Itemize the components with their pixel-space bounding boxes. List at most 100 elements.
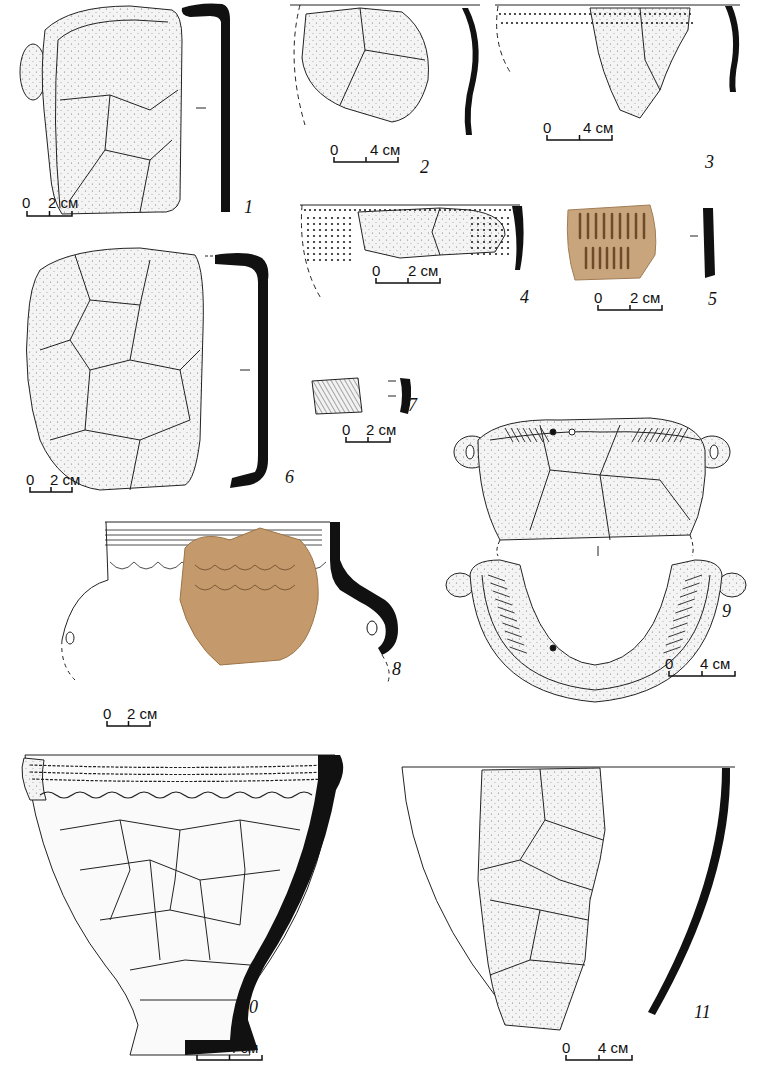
groove — [585, 248, 588, 268]
figure-1 — [42, 6, 182, 214]
impressed-dot — [325, 241, 327, 243]
impressed-dot — [524, 13, 526, 15]
figure-9 — [497, 535, 693, 556]
groove — [613, 248, 616, 268]
figure-7 — [312, 378, 362, 414]
impressed-dot — [424, 209, 426, 211]
groove — [643, 214, 646, 238]
incised-line — [680, 428, 688, 442]
impressed-dot — [659, 13, 661, 15]
impressed-dot — [507, 253, 509, 255]
impressed-dot — [686, 22, 688, 24]
impressed-dot — [666, 22, 668, 24]
scale-label: 0 — [22, 195, 30, 212]
incised-line — [500, 615, 517, 621]
impressed-dot — [384, 209, 386, 211]
incised-line — [671, 623, 688, 629]
figure-number: 5 — [708, 290, 717, 310]
figure-4 — [300, 205, 524, 300]
impressed-dot — [504, 209, 506, 211]
impressed-dot — [544, 13, 546, 15]
incised-line — [541, 428, 549, 442]
impressed-dot — [561, 22, 563, 24]
impressed-dot — [337, 235, 339, 237]
impressed-dot — [644, 13, 646, 15]
figure-3 — [495, 5, 740, 6]
figure-8 — [195, 565, 295, 590]
figure-2 — [462, 8, 479, 135]
impressed-dot — [307, 223, 309, 225]
impressed-dot — [546, 22, 548, 24]
impressed-dot — [307, 229, 309, 231]
figure-9 — [598, 546, 599, 556]
incised-line — [666, 639, 683, 645]
groove — [627, 248, 630, 268]
impressed-dot — [489, 229, 491, 231]
impressed-dot — [374, 209, 376, 211]
figure-5 — [567, 205, 715, 280]
impressed-dot — [664, 13, 666, 15]
impressed-dot — [501, 223, 503, 225]
impressed-dot — [471, 229, 473, 231]
impressed-dot — [464, 209, 466, 211]
impressed-dot — [331, 241, 333, 243]
impressed-dot — [501, 253, 503, 255]
impressed-dot — [319, 253, 321, 255]
impressed-dot — [471, 253, 473, 255]
impressed-dot — [339, 209, 341, 211]
impressed-dot — [337, 217, 339, 219]
impressed-dot — [604, 13, 606, 15]
impressed-dot — [507, 241, 509, 243]
impressed-dot — [529, 13, 531, 15]
figure-9 — [446, 418, 746, 702]
impressed-dot — [566, 22, 568, 24]
impressed-dot — [574, 13, 576, 15]
figure-2 — [340, 8, 425, 105]
impressed-dot — [611, 22, 613, 24]
impressed-dot — [641, 22, 643, 24]
impressed-dot — [483, 217, 485, 219]
impressed-dot — [349, 209, 351, 211]
scale-label: 0 — [342, 422, 350, 439]
impressed-dot — [307, 253, 309, 255]
groove — [587, 214, 590, 238]
impressed-dot — [349, 253, 351, 255]
figure-number: 2 — [420, 158, 429, 178]
scale-label: 4 см — [598, 1040, 628, 1057]
impressed-dot — [649, 13, 651, 15]
impressed-dot — [429, 209, 431, 211]
impressed-dot — [499, 209, 501, 211]
impressed-dot — [319, 247, 321, 249]
incised-line — [495, 599, 512, 605]
impressed-dot — [343, 235, 345, 237]
impressed-dot — [509, 209, 511, 211]
impressed-dot — [434, 209, 436, 211]
impressed-dot — [551, 22, 553, 24]
impressed-dot — [313, 241, 315, 243]
impressed-dot — [539, 13, 541, 15]
figure-11 — [402, 767, 735, 1030]
impressed-dot — [477, 247, 479, 249]
impressed-dot — [691, 22, 693, 24]
figure-10 — [40, 792, 312, 798]
groove — [627, 214, 630, 238]
scale-label: 0 — [543, 120, 551, 137]
impressed-dot — [479, 209, 481, 211]
figure-7 — [388, 381, 396, 382]
incised-line — [493, 591, 510, 597]
impressed-dot — [507, 217, 509, 219]
impressed-dot — [516, 22, 518, 24]
figure-9 — [569, 429, 575, 435]
incised-line — [680, 591, 697, 597]
impressed-dot — [313, 217, 315, 219]
impressed-dot — [454, 209, 456, 211]
figure-number: 3 — [705, 153, 714, 173]
impressed-dot — [399, 209, 401, 211]
impressed-dot — [507, 235, 509, 237]
impressed-dot — [495, 217, 497, 219]
impressed-dot — [349, 247, 351, 249]
impressed-dot — [636, 22, 638, 24]
impressed-dot — [594, 13, 596, 15]
scale-label: 4 см — [583, 120, 613, 137]
